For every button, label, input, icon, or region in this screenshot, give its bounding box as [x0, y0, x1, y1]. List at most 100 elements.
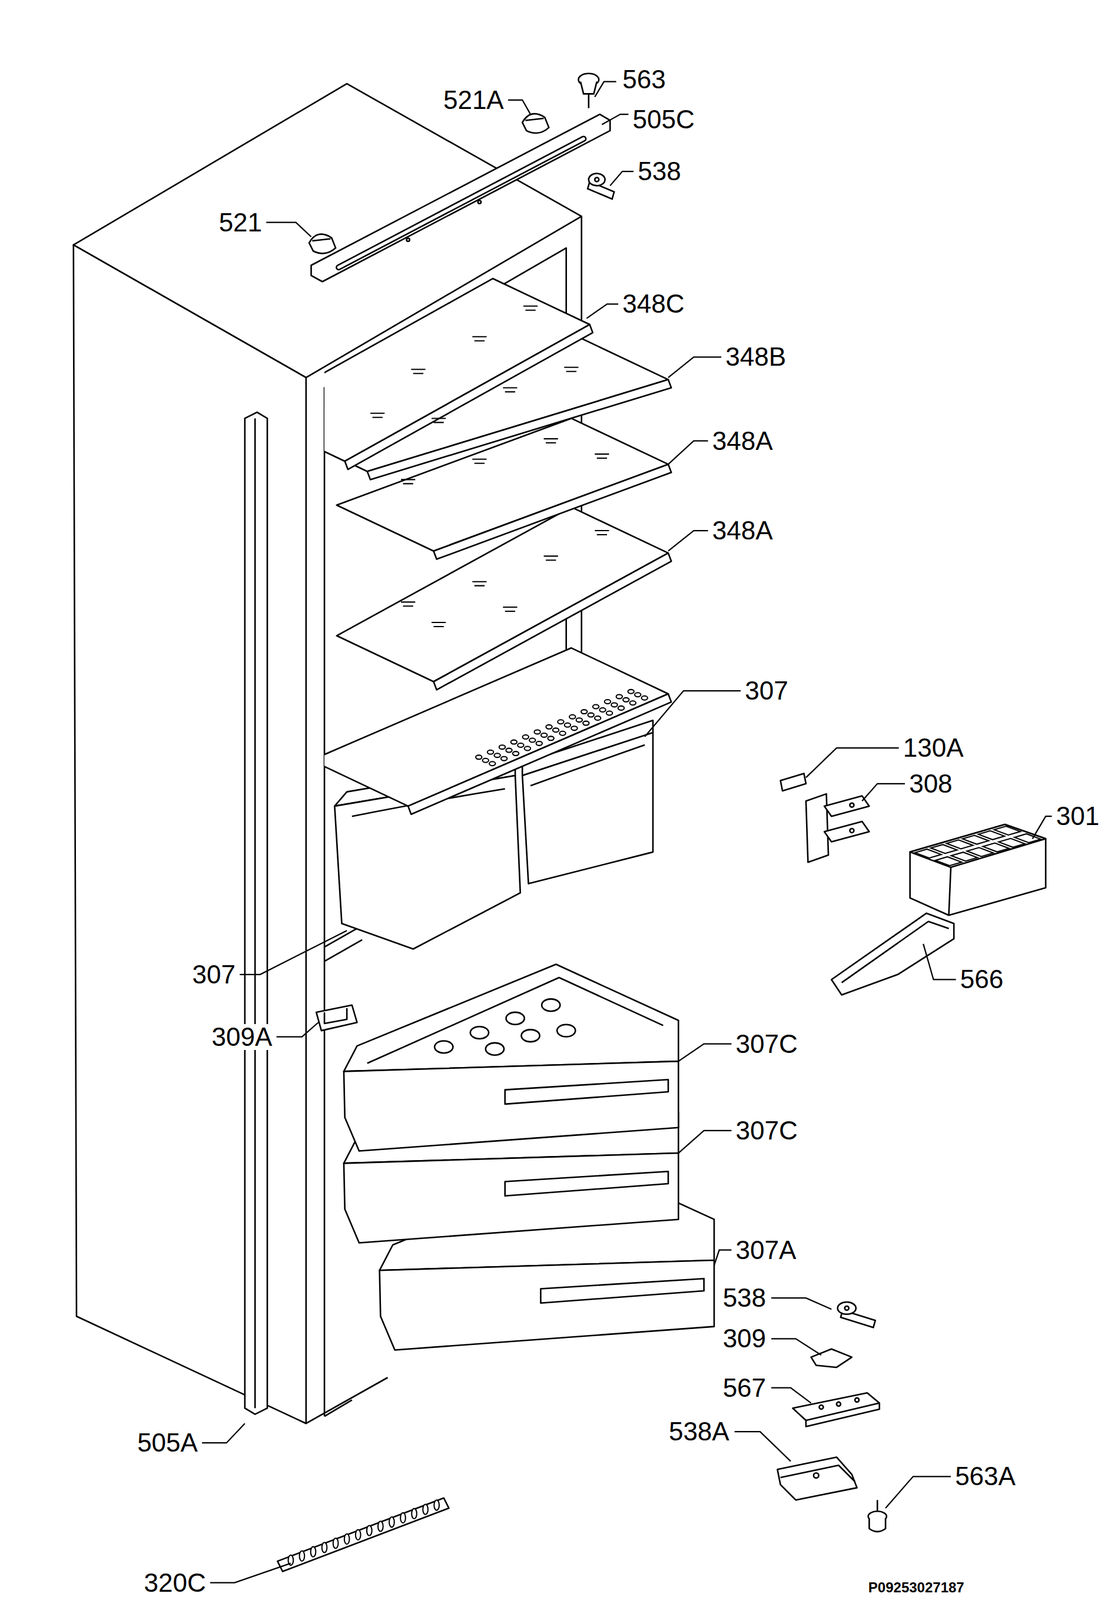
vent-hole [559, 731, 566, 736]
callout-number: 567 [721, 1374, 768, 1401]
callout-number: 538A [667, 1418, 731, 1445]
vent-hole [569, 714, 576, 719]
callout-number: 309 [721, 1325, 768, 1352]
vent-hole [629, 700, 636, 705]
grille-slot [400, 1512, 406, 1523]
vent-hole [547, 735, 554, 741]
ice-cell [1014, 833, 1041, 843]
vent-hole [534, 729, 540, 734]
ice-cell [993, 826, 1021, 835]
grille-slot [299, 1550, 305, 1561]
vent-hole [517, 743, 524, 748]
small-parts-right [277, 773, 1046, 1571]
glass-shelves [324, 278, 672, 815]
vent-hole [604, 699, 611, 704]
grille-slot [366, 1524, 373, 1535]
callout-number: 538 [636, 158, 682, 185]
vent-hole [634, 692, 641, 697]
grille-slot [355, 1529, 361, 1540]
vent-hole [599, 707, 606, 712]
vent-hole [529, 737, 536, 742]
callout-number: 130A [901, 734, 965, 761]
vent-hole [536, 741, 543, 746]
vent-hole [489, 761, 496, 766]
vent-hole [616, 694, 623, 699]
glass-mark [400, 601, 416, 606]
vent-hole [611, 702, 618, 707]
glass-mark [472, 459, 487, 464]
grille-slot [333, 1537, 339, 1548]
callout-number: 505A [136, 1429, 200, 1456]
grille-slot [389, 1516, 395, 1527]
callout-number: 307 [191, 961, 237, 988]
vent-hole [594, 715, 601, 721]
vent-hole [482, 758, 489, 763]
glass-mark [544, 555, 559, 560]
freezer-drawer [343, 963, 679, 1151]
glass-mark [472, 581, 487, 586]
vent-hole [627, 689, 634, 694]
callout-number: 348C [621, 290, 686, 317]
grille-slot [422, 1503, 429, 1514]
freezer-drawer [343, 1055, 679, 1243]
callout-number: 348B [724, 343, 788, 370]
glass-mark [594, 530, 609, 535]
glass-mark [594, 453, 609, 459]
vent-hole [641, 695, 648, 701]
callout-number: 563 [621, 66, 667, 93]
vent-hole [524, 746, 531, 751]
callout-number: 307C [734, 1117, 799, 1144]
vent-hole [522, 734, 529, 739]
callout-number: 301 [1055, 803, 1101, 829]
vent-hole [512, 751, 519, 756]
small-parts-top [309, 73, 615, 254]
vent-hole [552, 727, 559, 732]
callout-number: 563A [953, 1463, 1017, 1489]
vent-hole [511, 740, 517, 745]
callout-number: 521A [442, 87, 506, 114]
glass-mark [410, 369, 426, 374]
vent-hole [571, 725, 577, 731]
glass-mark [370, 413, 385, 418]
vent-hole [493, 753, 500, 758]
callout-number: 307A [734, 1236, 798, 1263]
vent-hole [505, 748, 512, 753]
glass-mark [431, 622, 446, 627]
glass-mark [544, 438, 559, 443]
grille-slot [344, 1533, 350, 1544]
glass-mark [523, 306, 538, 311]
glass-mark [502, 607, 517, 612]
grille-slot [377, 1520, 384, 1531]
callout-number: 309A [210, 1023, 274, 1050]
callout-number: 307C [734, 1030, 799, 1057]
vent-hole [622, 697, 629, 702]
vent-hole [541, 733, 547, 738]
door-seal [244, 412, 268, 1415]
callout-number: 307 [743, 677, 789, 704]
callout-number: 566 [959, 966, 1005, 993]
vent-hole [557, 719, 564, 724]
callout-number: 505C [631, 106, 696, 133]
leader-lines [201, 81, 1052, 1583]
vent-hole [475, 754, 482, 759]
callout-number: 538 [721, 1284, 768, 1311]
callout-number: 308 [907, 770, 954, 797]
vent-hole [487, 750, 494, 755]
vent-hole [606, 710, 613, 715]
hinge-bar [310, 114, 610, 282]
callout-number: 521 [217, 209, 264, 236]
vent-hole [501, 756, 507, 761]
grille-slot [310, 1546, 317, 1557]
vent-hole [564, 723, 571, 728]
vent-hole [582, 721, 589, 726]
callout-number: 348A [711, 428, 775, 454]
vent-hole [618, 705, 625, 711]
grille-slot [322, 1541, 328, 1552]
drawing-number: P09253027187 [867, 1580, 966, 1595]
glass-mark [431, 418, 446, 423]
grille-slot [433, 1499, 440, 1510]
glass-mark [472, 336, 487, 341]
details [288, 306, 1041, 1565]
glass-mark [502, 387, 517, 392]
